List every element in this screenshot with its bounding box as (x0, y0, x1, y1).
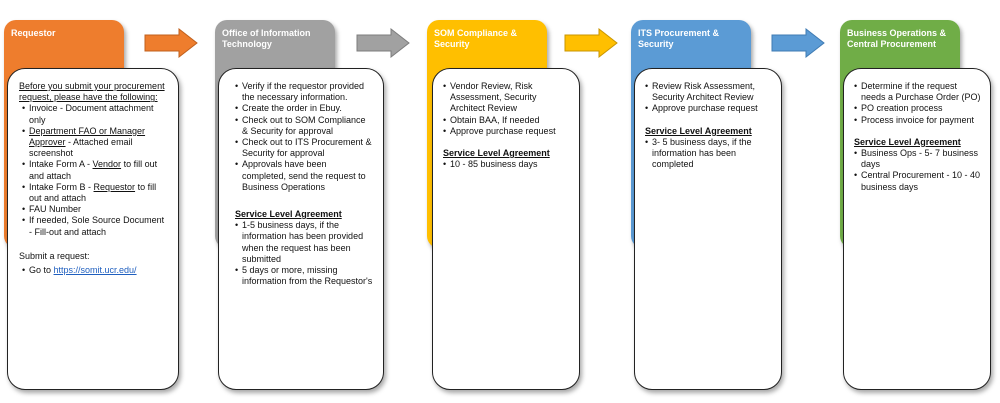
arrow-right-icon (771, 28, 825, 58)
list-item: Review Risk Assessment, Security Archite… (645, 81, 773, 103)
bizops-sla-list: Business Ops - 5- 7 business days Centra… (854, 148, 982, 193)
bizops-title: Business Operations & Central Procuremen… (847, 28, 947, 49)
list-item: FAU Number (22, 204, 168, 215)
list-item: Process invoice for payment (854, 115, 982, 126)
list-item: PO creation process (854, 103, 982, 114)
oit-box: Verify if the requestor provided the nec… (218, 68, 384, 390)
its-sla-list: 3- 5 business days, if the information h… (645, 137, 773, 171)
som-sla-list: 10 - 85 business days (443, 159, 571, 170)
its-sla-title: Service Level Agreement (645, 125, 752, 136)
list-item: Approve purchase request (645, 103, 773, 114)
som-sla-title: Service Level Agreement (443, 148, 550, 159)
bizops-sla-title: Service Level Agreement (854, 136, 961, 147)
som-list: Vendor Review, Risk Assessment, Security… (443, 81, 571, 137)
list-item: Obtain BAA, If needed (443, 115, 571, 126)
bizops-list: Determine if the request needs a Purchas… (854, 81, 982, 126)
list-item: Approvals have been completed, send the … (235, 159, 373, 193)
list-item: Check out to SOM Compliance & Security f… (235, 115, 373, 137)
requestor-intro: Before you submit your procurement reque… (19, 81, 165, 103)
list-item: 10 - 85 business days (443, 159, 571, 170)
list-item: Approve purchase request (443, 126, 571, 137)
requestor-list: Invoice - Document attachment only Depar… (22, 103, 168, 237)
its-list: Review Risk Assessment, Security Archite… (645, 81, 773, 115)
somit-link[interactable]: https://somit.ucr.edu/ (53, 265, 137, 276)
requestor-box: Before you submit your procurement reque… (7, 68, 179, 390)
list-item: Go to https://somit.ucr.edu/ (22, 265, 168, 276)
list-item: Invoice - Document attachment only (22, 103, 168, 125)
list-item: Business Ops - 5- 7 business days (854, 148, 982, 170)
list-item: Vendor Review, Risk Assessment, Security… (443, 81, 571, 115)
list-item: Central Procurement - 10 - 40 business d… (854, 170, 982, 192)
list-item: Intake Form B - Requestor to fill out an… (22, 182, 168, 204)
list-item: If needed, Sole Source Document - Fill-o… (22, 215, 168, 237)
list-item: Verify if the requestor provided the nec… (235, 81, 373, 103)
arrow-right-icon (564, 28, 618, 58)
its-title: ITS Procurement & Security (638, 28, 720, 49)
submit-list: Go to https://somit.ucr.edu/ (22, 265, 168, 276)
oit-title: Office of Information Technology (222, 28, 311, 49)
oit-list: Verify if the requestor provided the nec… (235, 81, 373, 193)
oit-sla-list: 1-5 business days, if the information ha… (235, 220, 373, 287)
arrow-right-icon (356, 28, 410, 58)
arrow-right-icon (144, 28, 198, 58)
its-box: Review Risk Assessment, Security Archite… (634, 68, 782, 390)
list-item: Department FAO or Manager Approver - Att… (22, 126, 168, 160)
submit-label: Submit a request: (19, 250, 90, 261)
list-item: 3- 5 business days, if the information h… (645, 137, 773, 171)
list-item: Create the order in Ebuy. (235, 103, 373, 114)
requestor-title: Requestor (11, 28, 56, 38)
list-item: 5 days or more, missing information from… (235, 265, 373, 287)
list-item: Intake Form A - Vendor to fill out and a… (22, 159, 168, 181)
list-item: 1-5 business days, if the information ha… (235, 220, 373, 265)
som-title: SOM Compliance & Security (434, 28, 518, 49)
bizops-box: Determine if the request needs a Purchas… (843, 68, 991, 390)
list-item: Determine if the request needs a Purchas… (854, 81, 982, 103)
som-box: Vendor Review, Risk Assessment, Security… (432, 68, 580, 390)
oit-sla-title: Service Level Agreement (235, 209, 342, 220)
list-item: Check out to ITS Procurement & Security … (235, 137, 373, 159)
